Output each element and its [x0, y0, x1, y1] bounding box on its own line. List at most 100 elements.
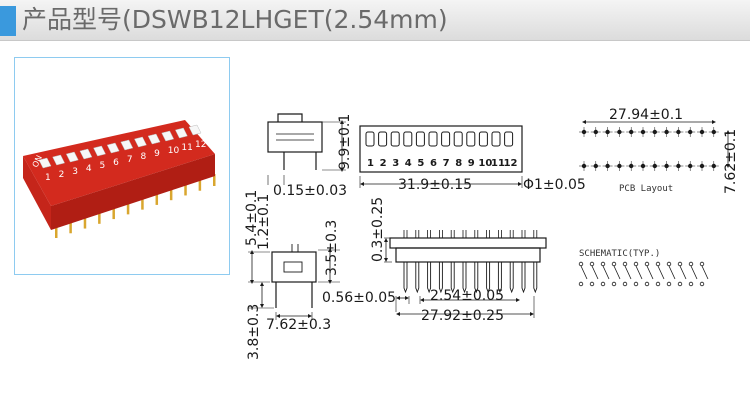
photo-key [52, 154, 65, 166]
pcb-layout [579, 120, 730, 171]
photo-key [65, 151, 79, 163]
schematic-lever [591, 265, 599, 280]
photo-number: 7 [127, 155, 133, 165]
dim-pcb-span: 27.94±0.1 [609, 107, 683, 123]
photo-key [93, 145, 106, 157]
photo-number: 8 [140, 152, 146, 162]
front-actuator [533, 230, 538, 238]
schematic-top-contact [699, 261, 705, 267]
switch-body-top [23, 120, 215, 206]
top-key [403, 131, 413, 147]
photo-pin [112, 207, 115, 220]
dim-pitch: 2.54±0.05 [430, 288, 504, 304]
front-actuator [415, 230, 420, 238]
photo-key [134, 136, 147, 148]
photo-key [38, 157, 52, 169]
photo-pin [69, 221, 72, 234]
side-body [267, 121, 323, 153]
pcb-crosshair [590, 161, 601, 171]
schematic-bottom-contact [611, 281, 617, 287]
pcb-crosshair [708, 127, 719, 137]
top-view-keys [365, 131, 514, 147]
top-key [441, 131, 451, 147]
pcb-crosshair [579, 161, 589, 171]
front-pin [403, 262, 408, 294]
front-pin [509, 262, 514, 294]
front-body [395, 247, 541, 263]
photo-pin [155, 192, 159, 205]
front-pin [497, 262, 502, 294]
photo-number: 1 [45, 173, 51, 183]
top-key [428, 131, 438, 147]
schematic-bottom-contact [699, 281, 705, 287]
front-pin [474, 262, 479, 294]
side-detail [276, 133, 314, 141]
schematic-top-contact [600, 261, 606, 267]
photo-key [175, 127, 188, 139]
schematic-bottom-contact [578, 281, 584, 287]
top-key [466, 131, 476, 147]
top-number: 6 [430, 158, 437, 169]
pcb-crosshair [626, 161, 637, 171]
photo-key [79, 148, 93, 160]
pcb-crosshair [673, 161, 684, 171]
top-key [378, 131, 388, 147]
front-actuator [521, 230, 526, 238]
front-actuator [498, 230, 502, 238]
photo-number: 2 [59, 170, 65, 180]
side-actuator [277, 113, 303, 122]
schematic-top-contact [688, 261, 694, 267]
front-pin [533, 262, 538, 294]
pcb-crosshair [685, 127, 696, 137]
top-number: 3 [392, 158, 399, 169]
schematic-top-contact [633, 261, 639, 267]
schematic-lever [668, 265, 676, 280]
pcb-crosshair [638, 127, 648, 137]
pcb-crosshair [602, 127, 613, 137]
schematic-lever [602, 265, 610, 280]
dim-body-length: 31.9±0.15 [398, 177, 472, 193]
schematic-bottom-contact [589, 281, 595, 287]
photo-number: 12 [195, 140, 206, 150]
schematic-bottom-contact [600, 281, 606, 287]
schematic-top-contact [666, 261, 672, 267]
top-number: 12 [504, 158, 518, 169]
photo-key [161, 130, 175, 142]
photo-keys [38, 124, 202, 169]
front-view [384, 230, 547, 318]
dim-pcb-row: 7.62±0.1 [723, 129, 739, 194]
pcb-holes [579, 127, 719, 171]
top-key [491, 131, 501, 147]
schematic-top-contact [655, 261, 661, 267]
dim-pin-span: 27.92±0.25 [421, 308, 504, 324]
top-key [415, 131, 425, 147]
side2-body [271, 251, 317, 283]
side-view-bottom [248, 244, 340, 320]
photo-pin [169, 188, 173, 201]
photo-number: 4 [86, 164, 92, 174]
schematic-lever [679, 265, 687, 280]
top-number: 1 [367, 158, 374, 169]
schematic-bottom-contact [688, 281, 694, 287]
front-pin [462, 262, 467, 294]
top-body [359, 125, 523, 173]
dim-pin-width: 0.56±0.05 [322, 290, 396, 306]
top-number: 9 [468, 158, 475, 169]
top-number: 4 [405, 158, 412, 169]
schematic-top-contact [611, 261, 617, 267]
side2-pins [275, 282, 313, 308]
photo-pin [55, 226, 58, 238]
dim-actuator-height: 1.2±0.1 [256, 194, 272, 250]
top-key [390, 131, 400, 147]
schematic-top-contact [677, 261, 683, 267]
pcb-crosshair [590, 127, 601, 137]
schematic-bottom-contact [633, 281, 639, 287]
top-key [478, 131, 488, 147]
schematic-label: SCHEMATIC(TYP.) [579, 249, 660, 259]
front-pin [450, 262, 455, 294]
dim-side-height: 5.4±0.1 [244, 190, 260, 246]
top-key [453, 131, 463, 147]
page-title: 产品型号(DSWB12LHGET(2.54mm) [22, 5, 448, 34]
